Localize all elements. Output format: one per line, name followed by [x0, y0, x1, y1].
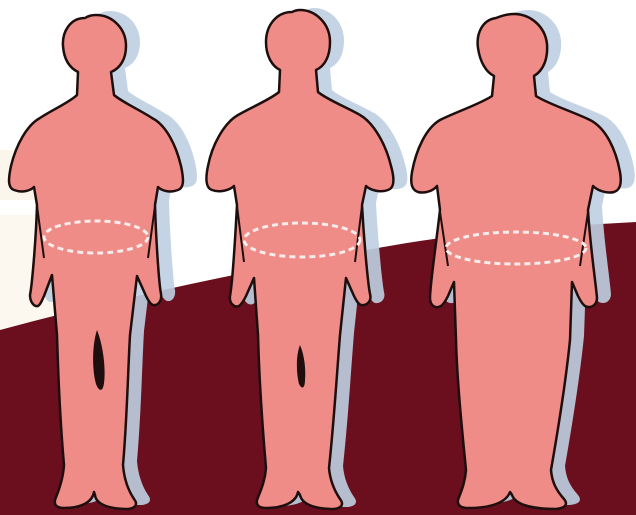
- illustration-canvas: [0, 0, 636, 515]
- obesity-illustration: [0, 0, 636, 515]
